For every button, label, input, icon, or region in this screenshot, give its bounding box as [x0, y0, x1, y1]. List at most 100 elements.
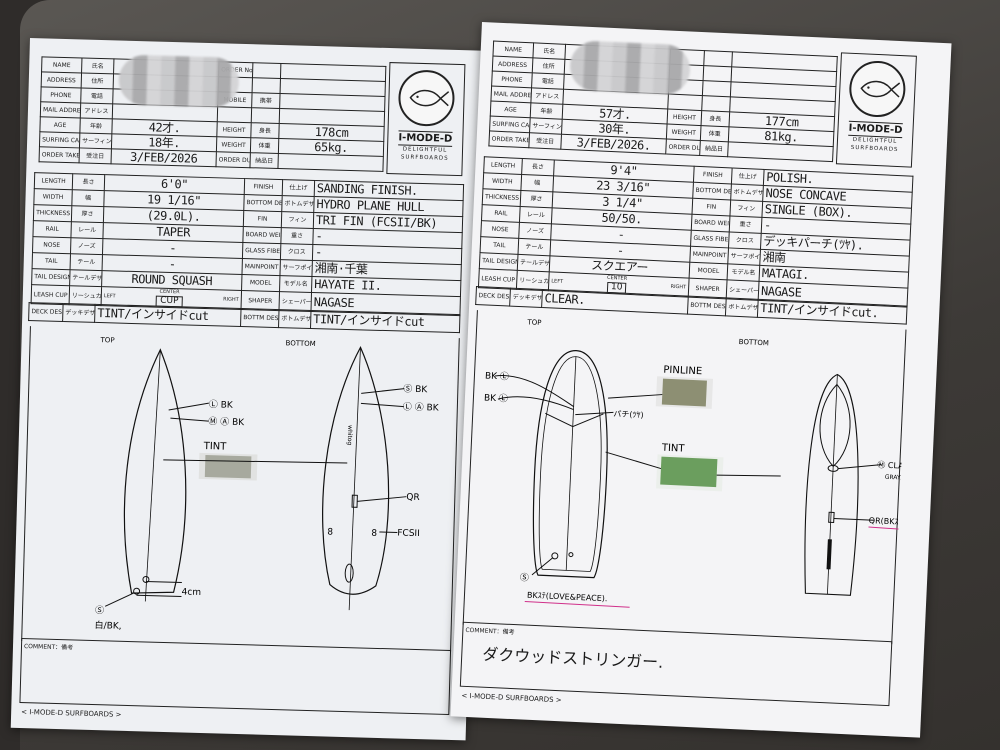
spec-label: WIDTH — [33, 188, 73, 206]
field-label — [217, 106, 252, 123]
spec-label-jp: レール — [70, 221, 104, 239]
drawing-area: TOP BOTTOM Ⓛ BK Ⓜ Ⓐ BK TINT Ⓢ BK Ⓛ Ⓐ BK … — [21, 326, 460, 653]
spec-label: MAINPOINT & STYLE — [689, 246, 729, 264]
leash-right: RIGHT — [670, 283, 687, 291]
spec-label-jp: 幅 — [71, 189, 105, 207]
spec-label-jp: ボトムデザイン — [730, 183, 764, 202]
spec-label-jp: モデル名 — [279, 275, 312, 293]
field-label-jp: 体重 — [700, 125, 729, 142]
spec-label: FIN — [691, 198, 731, 216]
spec-label: LENGTH — [34, 172, 73, 190]
field-label-jp: 年齢 — [530, 102, 563, 120]
spec-label: WIDTH — [482, 172, 522, 191]
leash-left: LEFT — [551, 277, 564, 285]
spec-label-jp: フィン — [729, 199, 763, 218]
drawing-area: TOP BOTTOM PINLINE TINT BK Ⓛ BK Ⓛ パチ(ﾂﾔ)… — [462, 310, 922, 645]
top-board-outline — [123, 348, 187, 594]
note: TINT — [661, 443, 686, 455]
field-label — [667, 94, 703, 111]
spec-label: BOTTOM DESIGN — [243, 194, 283, 212]
spec-label-jp: クロス — [728, 231, 762, 250]
field-label-jp — [252, 62, 281, 79]
board-drawing: TOP BOTTOM PINLINE TINT BK Ⓛ BK Ⓛ パチ(ﾂﾔ)… — [484, 318, 922, 608]
spec-label: LENGTH — [483, 156, 523, 175]
field-label-jp: アドレス — [80, 102, 113, 119]
spec-label-jp: ボトムデザイン — [281, 195, 315, 213]
leash-right: RIGHT — [223, 295, 239, 303]
spec-label: GLASS FIBER — [242, 242, 281, 260]
svg-text:8: 8 — [371, 529, 377, 539]
deck-label: DECK DESIGN — [475, 286, 511, 307]
spec-label: GLASS FIBER — [690, 230, 730, 248]
top-label: TOP — [99, 336, 114, 344]
logo-name: I-MODE-D — [398, 130, 453, 147]
spec-label-jp: 仕上げ — [731, 167, 765, 186]
fish-icon — [860, 80, 901, 98]
spec-label-jp: テールデザイン — [69, 269, 103, 287]
note: Ⓛ Ⓐ BK — [403, 402, 440, 414]
spec-label-jp: 厚さ — [520, 190, 553, 208]
spec-label: FINISH — [244, 178, 283, 196]
redacted-name — [569, 40, 692, 96]
note: BK Ⓛ — [485, 371, 509, 383]
top-label: TOP — [526, 318, 541, 327]
spec-label: NOSE — [480, 220, 520, 239]
spec-label-jp: ノーズ — [70, 237, 103, 255]
spec-label: MODEL — [241, 274, 280, 292]
field-label: AGE — [39, 116, 81, 133]
bottom-label: BOTTM DESIGN — [687, 296, 727, 316]
field-value — [277, 153, 384, 172]
spec-label-jp: フィン — [281, 211, 314, 229]
field-label-jp: 携帯 — [251, 92, 281, 109]
field-label-jp: 受注日 — [528, 132, 562, 150]
note: BK Ⓛ — [484, 392, 508, 404]
note: QR — [406, 493, 420, 503]
field-label-jp: 身長 — [701, 110, 730, 127]
note: Ⓢ — [95, 605, 104, 616]
spec-label-jp: サーフポイント — [727, 247, 761, 266]
top-board-outline — [532, 350, 608, 579]
field-label: SURFING CAREER — [39, 131, 80, 148]
spec-label-jp: 厚さ — [71, 205, 104, 223]
spec-label-jp: レール — [519, 206, 553, 224]
bottom-design-value: TINT/インサイドcut — [310, 310, 460, 333]
deck-label-jp: デッキデザイン — [509, 288, 543, 308]
svg-text:8: 8 — [327, 527, 333, 537]
bottom-label: BOTTOM — [739, 338, 770, 347]
note: 白/BK, — [94, 619, 121, 632]
redacted-name — [118, 54, 240, 108]
board-drawing: TOP BOTTOM Ⓛ BK Ⓜ Ⓐ BK TINT Ⓢ BK Ⓛ Ⓐ BK … — [94, 336, 440, 632]
note: GRAY/B. — [885, 474, 908, 482]
bottom-label: BOTTOM — [285, 339, 315, 348]
spec-label-jp: ノーズ — [518, 222, 552, 240]
note: Ⓢ — [520, 572, 530, 583]
field-label-jp: 電話 — [531, 72, 565, 90]
spec-label: BOTTOM DESIGN — [692, 182, 732, 200]
note: TINT — [203, 441, 228, 453]
spec-label: THICKNESS — [482, 188, 521, 207]
spec-label: MODEL — [689, 262, 728, 280]
spec-label-jp: 長さ — [72, 173, 105, 191]
spec-label-jp: 長さ — [521, 158, 555, 176]
note: パチ(ﾂﾔ) — [613, 409, 644, 419]
bottom-label-jp: ボトムデザイン — [725, 297, 759, 318]
spec-label: TAIL — [480, 236, 519, 255]
field-label-jp: 納品日 — [249, 152, 279, 169]
note: BKｽﾃ(LOVE&PEACE). — [527, 591, 608, 604]
spec-label: MAINPOINT & STYLE — [241, 258, 281, 276]
field-label-jp — [252, 77, 281, 94]
deck-label: DECK DESIGN — [28, 302, 64, 322]
stringer-line — [144, 349, 161, 602]
field-label-jp: サーフィン歴 — [79, 132, 112, 149]
field-label: HEIGHT — [667, 109, 702, 126]
footer: < I-MODE-D SURFBOARDS > — [461, 691, 562, 705]
field-label-jp: 住所 — [81, 72, 114, 89]
spec-label: FINISH — [693, 166, 733, 184]
note: whitog — [346, 425, 354, 446]
field-label: ADDRESS — [41, 71, 82, 88]
leader-line — [163, 459, 348, 464]
field-label: ORDER TAKEN — [39, 146, 80, 163]
field-label: WEIGHT — [216, 136, 251, 153]
